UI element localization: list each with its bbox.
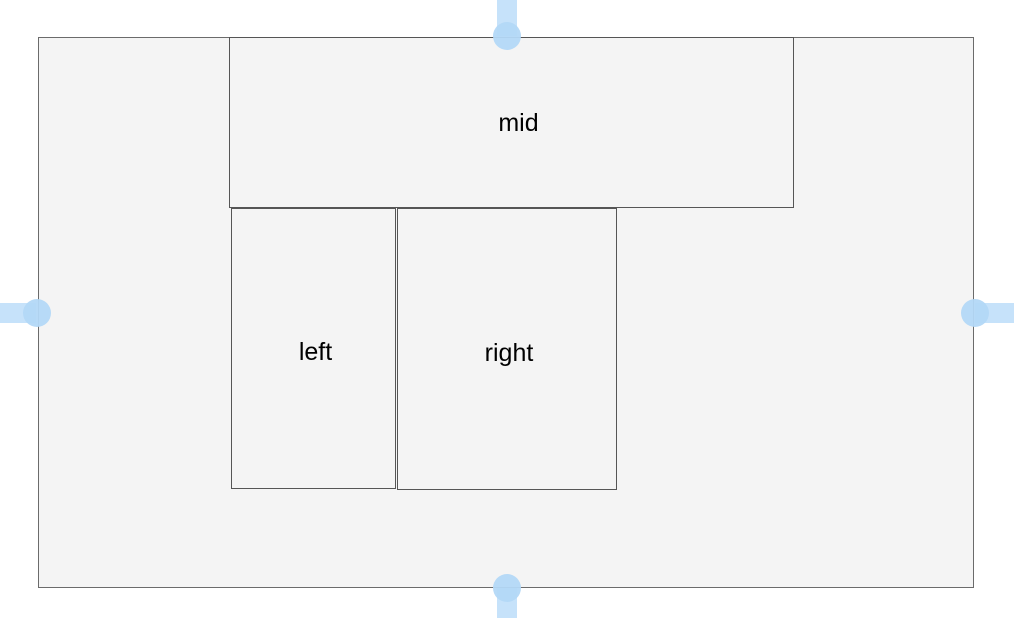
shape-left-label: left [298,338,333,366]
shape-left[interactable]: left [231,208,396,489]
handle-top-dot [493,22,521,50]
connection-handle-left[interactable] [0,299,52,327]
shape-right-label: right [484,338,534,367]
shape-mid[interactable]: mid [229,37,794,208]
handle-right-dot [961,299,989,327]
connection-handle-top[interactable] [493,0,521,52]
shape-mid-label: mid [498,109,539,137]
handle-bottom-dot [493,574,521,602]
connection-handle-right[interactable] [961,299,1014,327]
connection-handle-bottom[interactable] [493,574,521,618]
handle-left-dot [23,299,51,327]
shape-right[interactable]: right [397,208,617,490]
